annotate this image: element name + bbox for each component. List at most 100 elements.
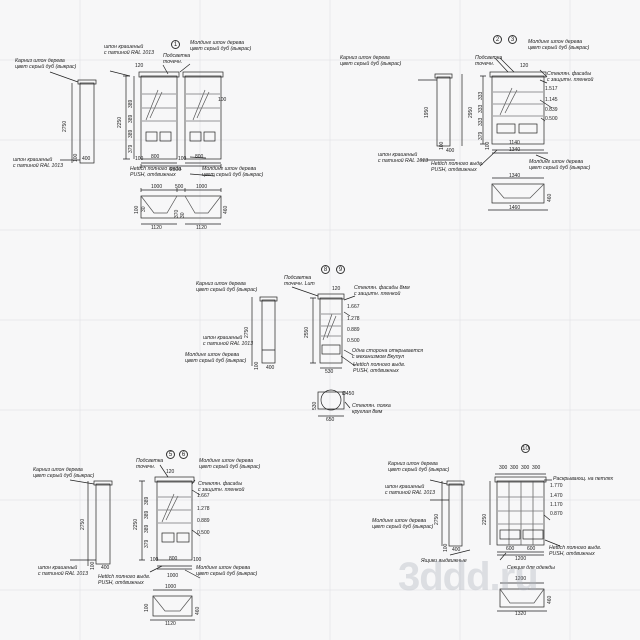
dim-plan-1320-5: 1320 [515,611,527,617]
view-number-1: 1 [171,40,180,49]
dim-mid-100a-1: 100 [135,156,144,162]
label-hettich-1: Hettich полного выдв.PUSH, отдвижных [130,166,183,178]
dim-level-3a: 1.667 [347,304,360,310]
dim-base-1: 400 [82,156,91,162]
dim-mid-800b-1: 800 [195,154,204,160]
side-elevation-5 [448,483,463,547]
plan-circle-3 [320,389,342,411]
side-elevation-4 [95,483,111,565]
view-number-6: 6 [179,450,188,459]
dim-level-4a: 1.667 [197,493,210,499]
dim-level-2c: 0.839 [545,107,558,113]
dim-height-mid-5: 2250 [482,513,488,525]
dim-width-3: 530 [325,369,334,375]
dim-plan-1000b-1: 1000 [196,184,208,190]
dim-height-left-5: 2750 [434,513,440,525]
dim-level-3d: 0.500 [347,338,360,344]
label-hettich-4: Hettich полного выдв.PUSH, отдвижных [98,574,151,586]
dim-width-4: 1000 [167,573,179,579]
dim-plan-1120-4: 1120 [165,621,176,627]
label-hettich-2: Hettich полного выдв.PUSH, отдвижных [431,161,484,173]
dim-level-4b: 1.278 [197,506,210,512]
view-number-8: 8 [321,265,330,274]
dim-top-width-5a: 300 [499,465,508,471]
dim-level-2b: 1.145 [545,97,558,103]
dim-mid-100b-1: 100 [178,156,187,162]
dim-mid-100a-4: 100 [150,557,159,563]
dim-level-5a: 1.770 [550,483,563,489]
dim-top-100-1: 100 [218,97,227,103]
dim-plan-1000a-1: 1000 [151,184,163,190]
dim-width-5b: 600 [527,546,536,552]
dim-level-3c: 0.889 [347,327,360,333]
dim-plan-1000-4: 1000 [165,584,177,590]
dim-base-3: 400 [266,365,275,371]
dim-plinth-5: 100 [443,543,449,552]
view-number-10: 10 [521,444,530,453]
label-section-5: Секция для одежды [507,565,555,571]
dim-plan-1120a-1: 1120 [151,225,162,231]
dim-width-a-2: 1140 [509,140,520,146]
dim-top-width-5d: 300 [532,465,541,471]
label-hangers-5: Раскрывающ. на петлях [553,476,614,482]
dim-mid-800-4: 800 [169,556,178,562]
watermark-logo: 3ddd.ru [398,555,539,599]
dim-mid-100b-4: 100 [193,557,202,563]
dim-level-3b: 1.278 [347,316,360,322]
dim-width-5a: 600 [506,546,515,552]
dim-level-4d: 0.500 [197,530,210,536]
dim-level-5c: 1.170 [550,502,563,508]
dim-plan-650-3: 650 [326,417,335,423]
label-handles-5: Ящики выдвижные [421,558,467,564]
side-elevation-2 [436,76,451,147]
dim-top-width-5c: 300 [521,465,530,471]
dim-base-5: 400 [452,547,461,553]
dim-plan-width-2: 1340 [509,173,521,179]
dim-plan-outer-2: 1460 [509,205,521,211]
dim-top-2: 120 [520,63,529,69]
dim-top-4: 120 [166,469,175,475]
view-number-2: 2 [493,35,502,44]
dim-plan-1120b-1: 1120 [196,225,207,231]
dim-level-2d: 0.500 [545,116,558,122]
label-hettich-5: Hettich полного выдв.PUSH, отдвижных [549,545,602,557]
dim-mid-800a-1: 800 [151,154,160,160]
dim-width-total-1: 2500 [170,167,182,173]
dim-plan-500-1: 500 [175,184,184,190]
view-number-9: 9 [336,265,345,274]
dim-level-5d: 0.870 [550,511,563,517]
dim-base-2: 400 [446,148,455,154]
dim-plan-460-5: 460 [547,595,553,604]
dim-top-width-5b: 300 [510,465,519,471]
dim-top-3: 120 [332,286,341,292]
view-number-5: 5 [166,450,175,459]
